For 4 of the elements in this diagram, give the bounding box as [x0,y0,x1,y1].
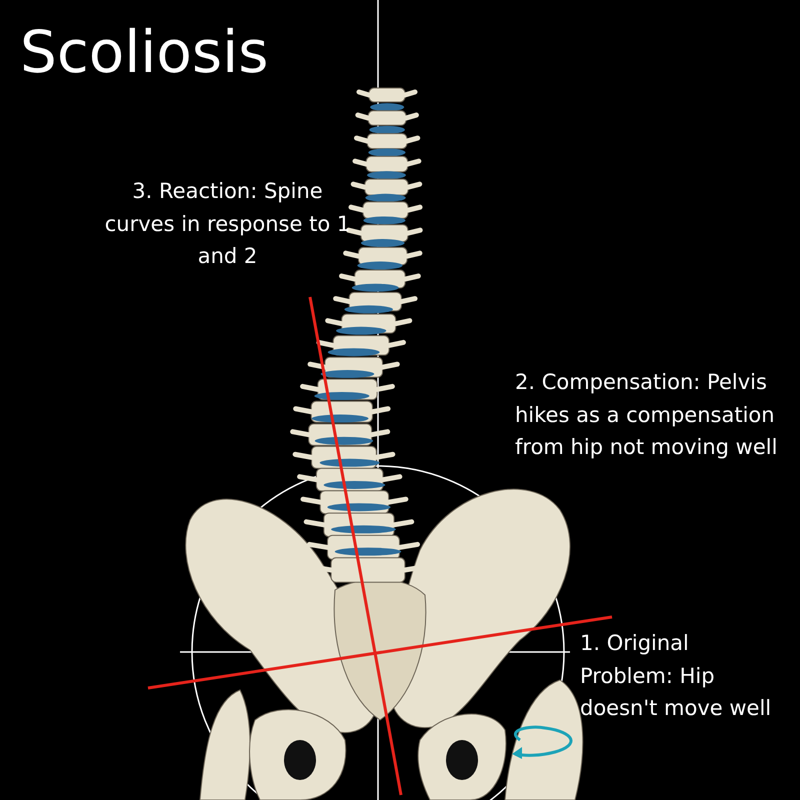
annotation-text: 3. Reaction: Spine curves in response to 1 and 2 [104,178,352,270]
title: Scoliosis [20,18,268,86]
annotation-text: 2. Compensation: Pelvis hikes as a compensation from hip not moving well [515,369,778,462]
annotation-text: 1. Original Problem: Hip doesn't move well [580,630,772,722]
